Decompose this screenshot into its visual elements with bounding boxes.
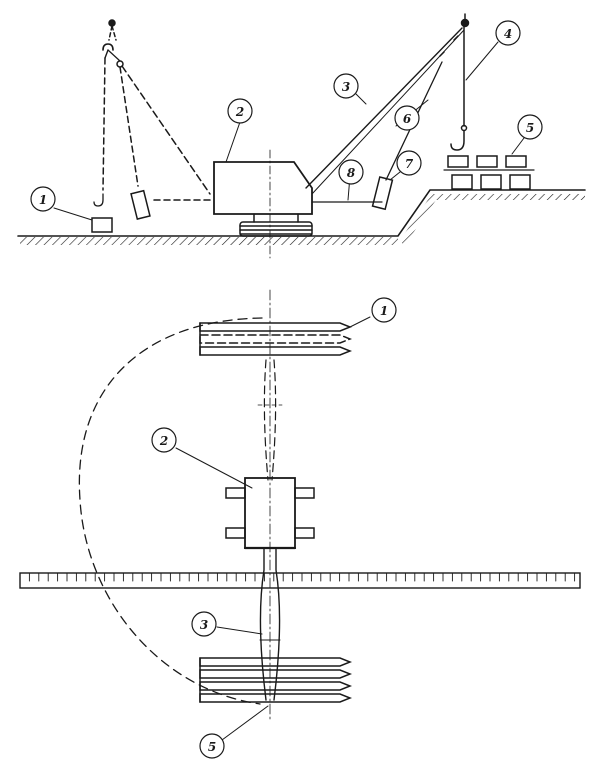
plan-callout-circle-5: 5 (199, 733, 225, 759)
callout-circle-7: 7 (396, 150, 422, 176)
rail-scale (19, 572, 581, 589)
svg-text:2: 2 (235, 105, 244, 119)
slewing-arc (78, 317, 263, 705)
svg-text:5: 5 (208, 740, 216, 754)
ground-line (17, 189, 586, 246)
callout-circle-6: 6 (394, 105, 420, 131)
crawler-tracks (239, 213, 313, 237)
alternate-boom-position (93, 19, 215, 220)
svg-text:2: 2 (159, 434, 168, 448)
element-block-7 (371, 176, 394, 211)
svg-text:3: 3 (342, 80, 350, 94)
plan-callout-circle-3: 3 (191, 611, 217, 637)
plan-view: 1 2 3 5 (19, 289, 581, 759)
svg-text:1: 1 (380, 304, 388, 318)
elevation-view: 1 2 3 4 5 6 7 8 (17, 13, 586, 259)
svg-text:1: 1 (39, 193, 47, 207)
element-block-1 (91, 217, 113, 233)
callout-circle-2: 2 (227, 98, 253, 124)
callout-circle-3: 3 (333, 73, 359, 99)
boom (305, 27, 465, 195)
svg-text:6: 6 (403, 112, 412, 126)
element-stack-5 (199, 657, 353, 703)
svg-text:3: 3 (200, 618, 208, 632)
svg-text:4: 4 (504, 27, 512, 41)
plan-callouts (175, 316, 371, 741)
plan-callout-circle-2: 2 (151, 427, 177, 453)
crane-cab (213, 161, 313, 215)
boom-head-pulley-icon (460, 13, 470, 28)
svg-text:5: 5 (526, 121, 534, 135)
plan-callout-circle-1: 1 (371, 297, 397, 323)
callout-circle-1: 1 (30, 186, 56, 212)
svg-text:8: 8 (347, 166, 356, 180)
callout-circle-5: 5 (517, 114, 543, 140)
boom-lower (259, 547, 281, 701)
hoist-hook-right (450, 25, 468, 151)
stacked-blocks (443, 155, 535, 190)
boom-upper-dashed (263, 359, 277, 481)
element-stack-1 (199, 322, 353, 356)
callout-circle-8: 8 (338, 159, 364, 185)
svg-text:7: 7 (405, 157, 414, 171)
callout-circle-4: 4 (495, 20, 521, 46)
crane-plan-body (225, 477, 315, 550)
